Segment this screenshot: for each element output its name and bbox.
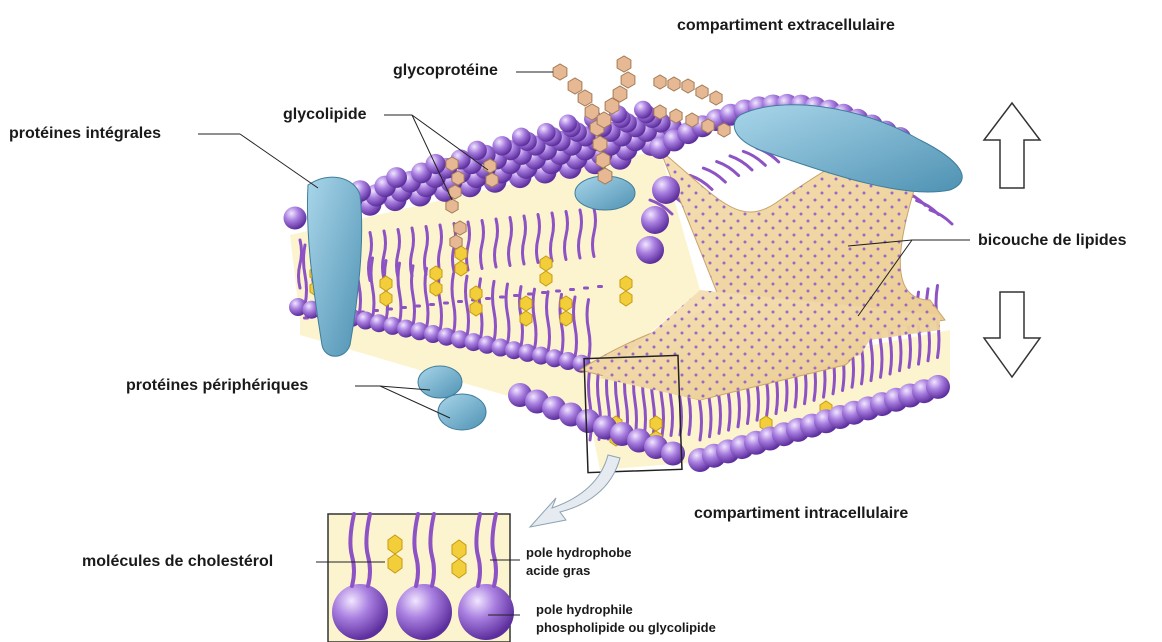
glycoprotein-sugar: [568, 78, 582, 94]
zoom-arrow: [530, 455, 620, 527]
glycoprotein-sugar: [598, 168, 612, 184]
head: [386, 167, 407, 188]
head: [284, 207, 307, 230]
glycolipid-sugar: [696, 85, 708, 99]
inset-head: [396, 584, 452, 640]
glycoprotein-sugar: [597, 112, 611, 128]
arrow-up-icon: [984, 103, 1040, 188]
glycolipid-sugar: [450, 235, 462, 249]
label-peripheral-proteins: protéines périphériques: [126, 377, 308, 395]
head: [926, 375, 950, 399]
glycoprotein-sugar: [593, 136, 607, 152]
glycoprotein-sugar: [596, 152, 610, 168]
glycolipid-sugar: [654, 105, 666, 119]
head: [636, 236, 664, 264]
glycolipid-sugar: [654, 75, 666, 89]
glycoprotein-sugar: [553, 64, 567, 80]
head: [559, 115, 577, 133]
label-hydrophile-pole: pole hydrophile: [536, 602, 633, 618]
inset-head: [332, 584, 388, 640]
head: [492, 136, 511, 155]
arrow-down-icon: [984, 292, 1040, 377]
glycolipid-sugar: [454, 221, 466, 235]
label-integral-proteins: protéines intégrales: [9, 125, 161, 143]
label-phospholipid: phospholipide ou glycolipide: [536, 620, 716, 636]
glycolipid-sugar: [686, 113, 698, 127]
glycolipid-sugar: [446, 157, 458, 171]
glycolipid-sugar: [710, 91, 722, 105]
head: [512, 128, 531, 147]
label-cholesterol: molécules de cholestérol: [82, 553, 273, 571]
label-lipid-bilayer: bicouche de lipides: [978, 232, 1126, 250]
label-glycolipid: glycolipide: [283, 106, 367, 124]
fatty-acid-tail: [930, 210, 952, 224]
glycolipid-sugar: [718, 123, 730, 137]
glycolipid-sugar: [670, 109, 682, 123]
glycolipid-sugar: [446, 199, 458, 213]
glycoprotein-sugar: [578, 90, 592, 106]
head: [641, 206, 669, 234]
label-glycoprotein: glycoprotéine: [393, 62, 498, 80]
glycolipid-sugar: [486, 173, 498, 187]
label-fatty-acid: acide gras: [526, 563, 590, 579]
label-extracellular: compartiment extracellulaire: [677, 17, 895, 35]
glycolipid-sugar: [484, 159, 496, 173]
glycolipid-sugar: [668, 77, 680, 91]
inset-head: [458, 584, 514, 640]
fatty-acid-tail: [730, 156, 752, 170]
head: [652, 176, 680, 204]
glycoprotein-sugar: [617, 56, 631, 72]
label-intracellular: compartiment intracellulaire: [694, 505, 908, 523]
glycolipid-sugar: [452, 171, 464, 185]
glycoprotein-sugar: [621, 72, 635, 88]
head: [537, 123, 556, 142]
fatty-acid-tail: [703, 168, 725, 182]
label-hydrophobe-pole: pole hydrophobe: [526, 545, 631, 561]
glycoprotein-sugar: [613, 86, 627, 102]
glycolipid-sugar: [702, 119, 714, 133]
fatty-acid-tail: [717, 162, 739, 176]
glycolipid-sugar: [682, 79, 694, 93]
head: [634, 101, 652, 119]
